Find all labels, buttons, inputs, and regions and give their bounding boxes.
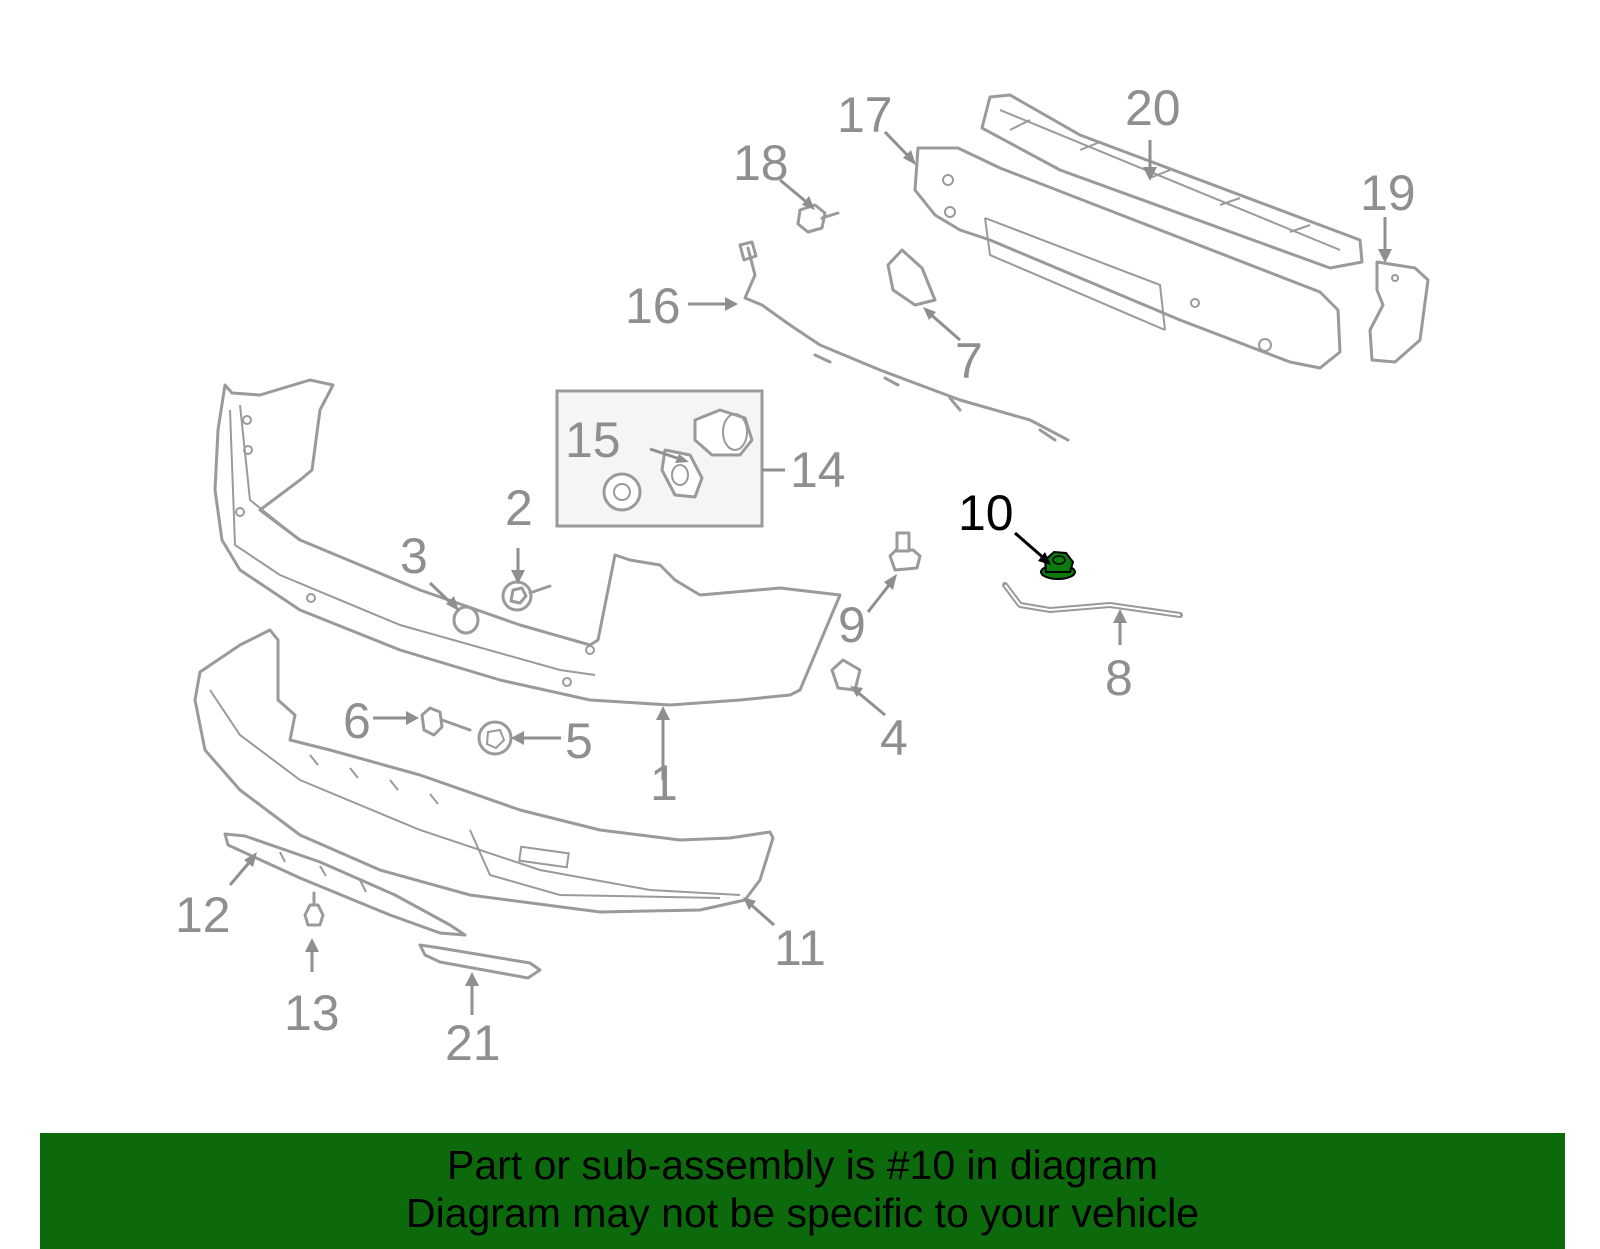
part-20-absorber — [980, 93, 1364, 270]
callout-21: 21 — [445, 1015, 501, 1071]
callout-13: 13 — [284, 985, 340, 1041]
part-3-plug — [452, 605, 480, 635]
part-1-bumper-cover — [213, 378, 842, 707]
callout-16: 16 — [625, 278, 681, 334]
callout-10: 10 — [958, 485, 1014, 541]
callout-7: 7 — [955, 333, 983, 389]
part-13-pin — [303, 891, 325, 927]
part-17-reinforcement — [913, 146, 1342, 370]
callout-18: 18 — [733, 135, 789, 191]
part-5-nut — [477, 720, 513, 756]
part-12-lower-strip — [223, 832, 467, 937]
callout-1: 1 — [650, 755, 678, 811]
parts-diagram: 1 2 3 4 5 6 7 8 9 10 11 12 13 14 15 16 1… — [175, 80, 1430, 1071]
part-18-bolt — [796, 203, 840, 234]
callouts: 1 2 3 4 5 6 7 8 9 10 11 12 13 14 15 16 1… — [175, 80, 1416, 1071]
callout-8: 8 — [1105, 650, 1133, 706]
callout-19: 19 — [1360, 165, 1416, 221]
callout-20: 20 — [1125, 80, 1181, 136]
info-banner: Part or sub-assembly is #10 in diagram D… — [40, 1133, 1565, 1249]
part-4-clip — [830, 658, 862, 692]
part-16-harness — [738, 240, 1070, 442]
callout-9: 9 — [838, 597, 866, 653]
part-2-nut — [501, 580, 552, 612]
part-10-nut-highlighted — [1040, 550, 1076, 580]
banner-line-disclaimer: Diagram may not be specific to your vehi… — [405, 1190, 1199, 1236]
callout-5: 5 — [565, 713, 593, 769]
callout-2: 2 — [505, 480, 533, 536]
callout-12: 12 — [175, 887, 231, 943]
callout-3: 3 — [400, 528, 428, 584]
part-9-bolt — [888, 531, 922, 572]
banner-line-part: Part or sub-assembly is #10 in diagram — [447, 1142, 1158, 1188]
part-8-rod — [1002, 582, 1183, 618]
callout-6: 6 — [343, 693, 371, 749]
callout-14: 14 — [790, 442, 846, 498]
part-6-bolt — [420, 706, 472, 737]
leader-lines — [228, 130, 1392, 1015]
part-11-lower-fascia — [193, 628, 775, 914]
part-21-trim — [418, 943, 542, 980]
part-7-bracket — [886, 248, 937, 307]
part-19-bracket — [1368, 260, 1430, 364]
part-14-sensor-kit — [555, 389, 764, 528]
callout-4: 4 — [880, 710, 908, 766]
callout-15: 15 — [565, 412, 621, 468]
callout-17: 17 — [837, 87, 893, 143]
callout-11: 11 — [774, 920, 826, 976]
